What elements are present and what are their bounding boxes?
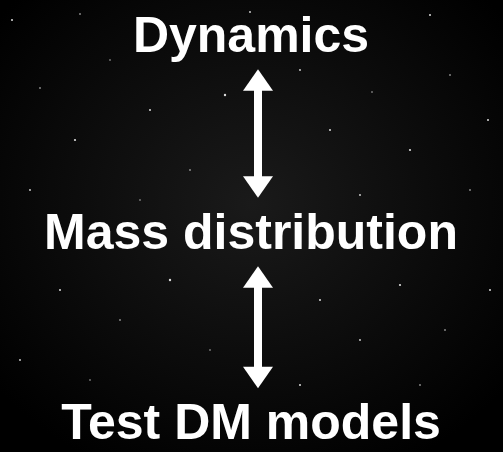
double-arrow xyxy=(254,87,262,181)
node-label: Mass distribution xyxy=(44,205,458,260)
double-arrow xyxy=(254,284,262,372)
text-node: Mass distribution xyxy=(44,205,458,260)
text-node: Dynamics xyxy=(133,8,369,63)
text-node: Test DM models xyxy=(61,395,441,450)
node-label: Dynamics xyxy=(133,8,369,63)
node-label: Test DM models xyxy=(61,395,441,450)
